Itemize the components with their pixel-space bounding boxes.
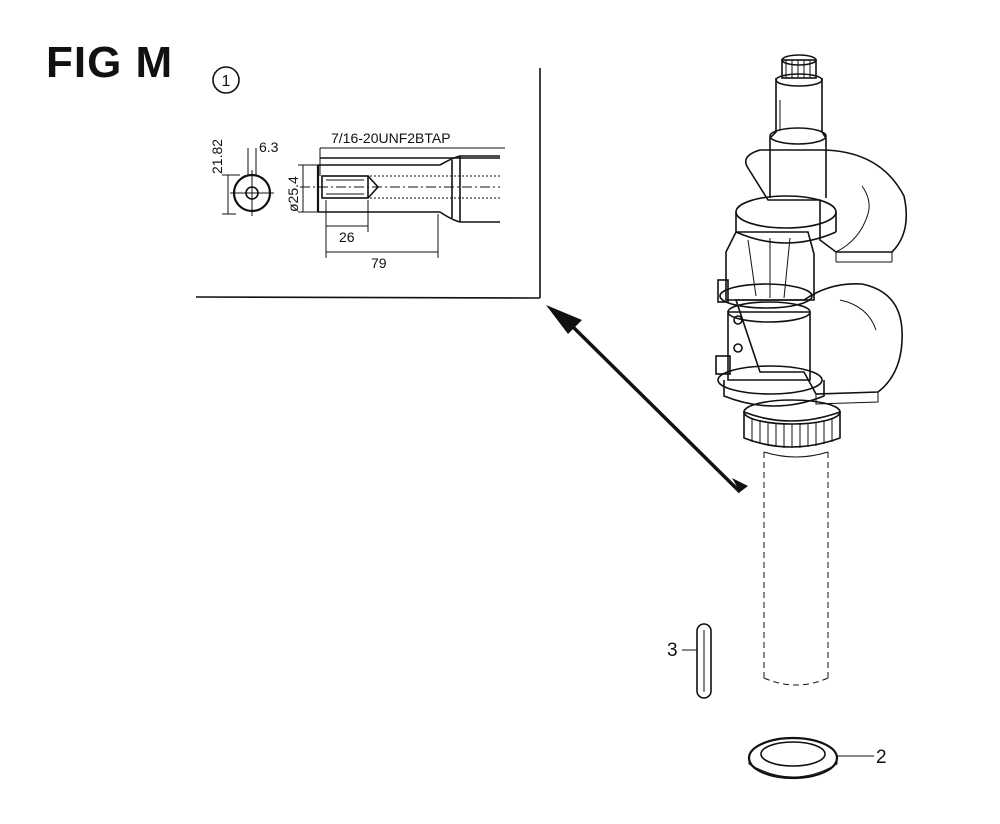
- thread-spec-label: 7/16-20UNF2BTAP: [331, 130, 451, 146]
- inset-frame-bottom: [195, 296, 541, 299]
- part-key: [682, 623, 712, 699]
- shaft-end-view: [222, 148, 274, 216]
- dim-tap-depth: 26: [339, 229, 355, 245]
- upper-counterweight: [744, 149, 908, 253]
- pto-shaft-phantom: [763, 451, 829, 686]
- detail-inset: 1 21.82 6.3: [195, 66, 541, 299]
- dim-shaft-diameter: ø25.4: [285, 176, 301, 212]
- detail-marker: 1: [212, 66, 240, 94]
- crankshaft: [715, 54, 908, 686]
- detail-marker-circle: [212, 66, 240, 94]
- arrow-head: [546, 305, 582, 334]
- dim-overall-length: 79: [371, 255, 387, 271]
- detail-marker-number: 1: [222, 73, 231, 90]
- shaft-side-view: [298, 147, 505, 258]
- callout-2: 2: [876, 747, 887, 768]
- detail-pointer-arrow: [546, 305, 748, 494]
- dim-keyway-depth: 21.82: [209, 139, 225, 174]
- callout-3: 3: [667, 640, 678, 661]
- crank-pin: [725, 231, 815, 301]
- dim-keyway-width: 6.3: [259, 139, 279, 155]
- timing-gear: [743, 399, 841, 448]
- figure-title: FIG M: [46, 38, 174, 87]
- part-washer: [747, 736, 874, 780]
- lower-counterweight: [734, 283, 903, 395]
